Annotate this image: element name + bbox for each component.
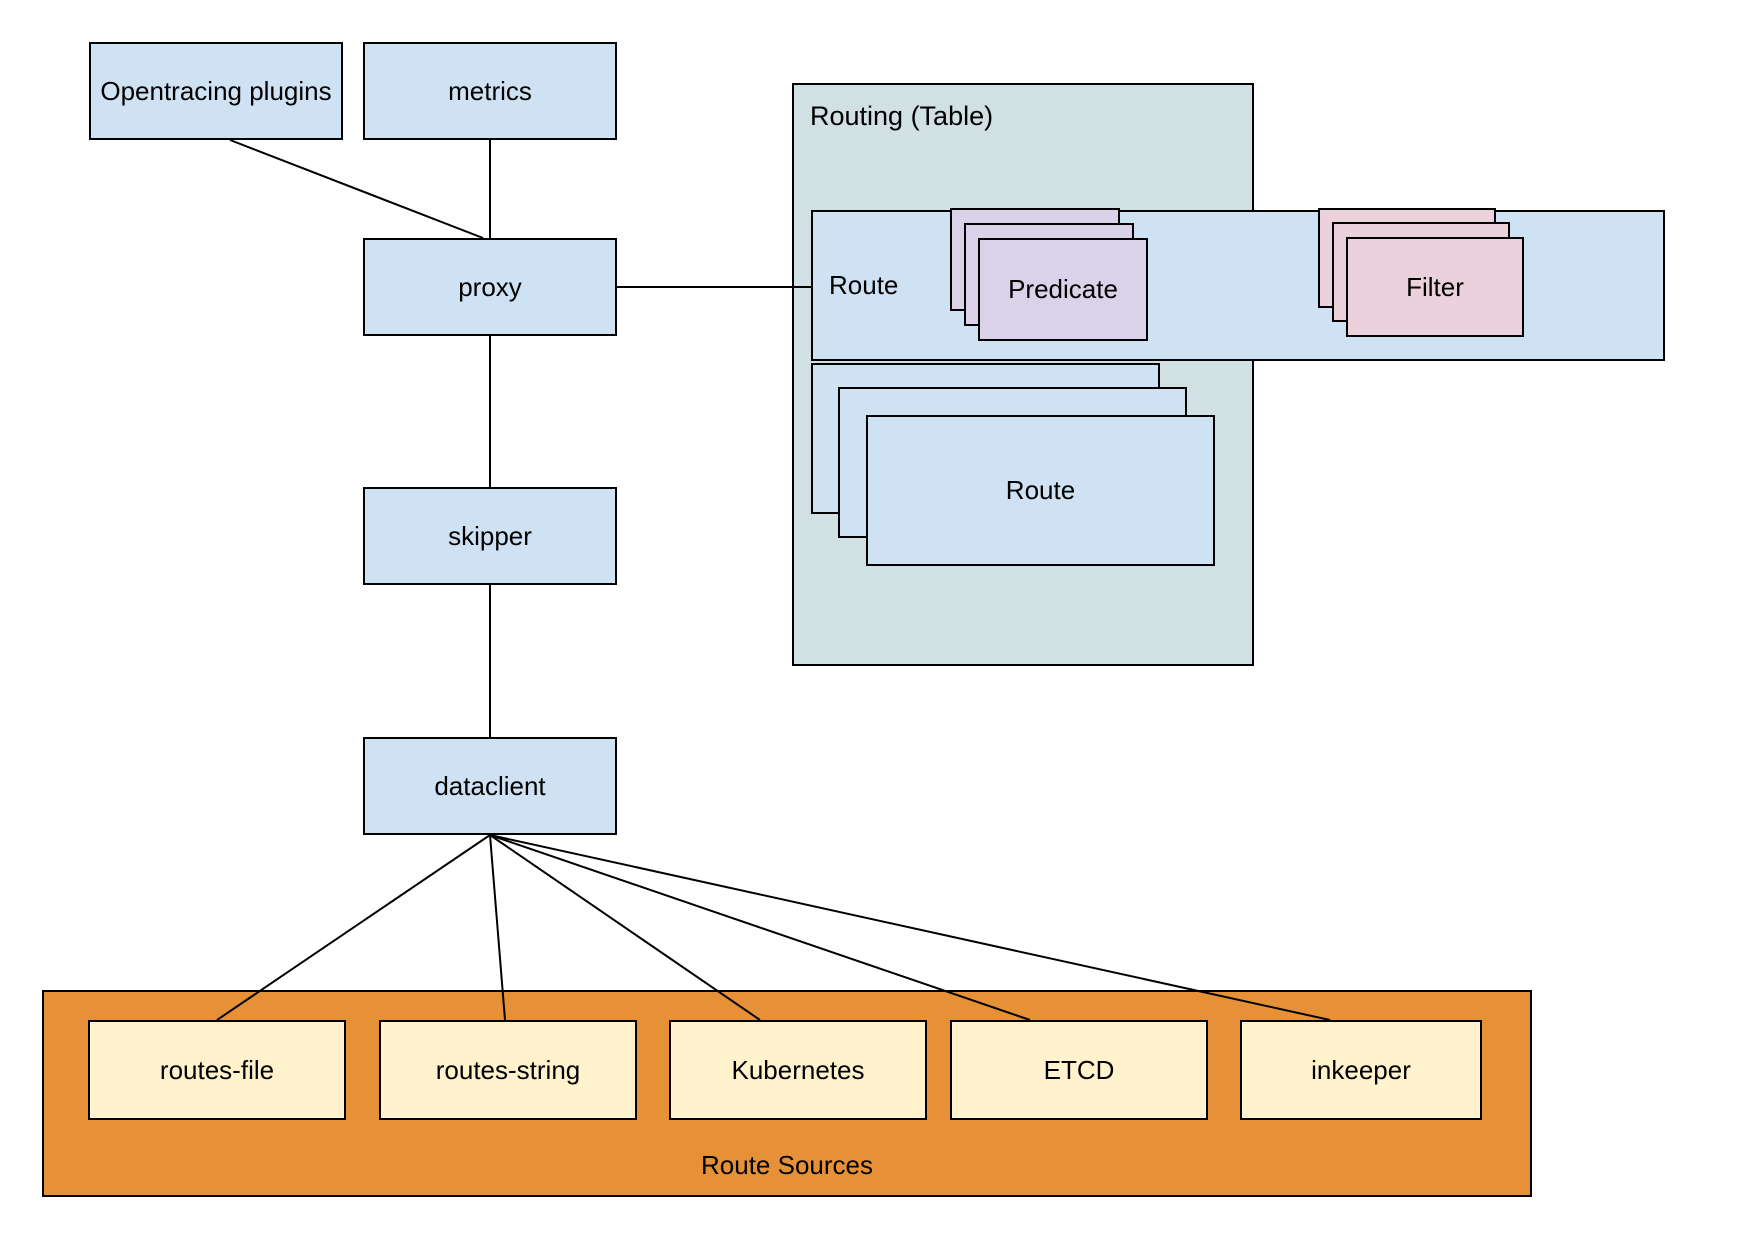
node-proxy: proxy — [363, 238, 617, 336]
node-dataclient-label: dataclient — [434, 770, 546, 801]
route-sources-title: Route Sources — [701, 1150, 873, 1180]
source-routes-file-label: routes-file — [159, 1054, 275, 1085]
connector-dataclient-routes-string — [489, 834, 506, 1021]
node-opentracing-plugins-label: Opentracing plugins — [100, 75, 332, 106]
node-skipper-label: skipper — [448, 520, 532, 551]
source-etcd-label: ETCD — [1043, 1054, 1115, 1085]
node-metrics-label: metrics — [448, 75, 532, 106]
predicate-stack-front: Predicate — [978, 238, 1148, 341]
source-etcd: ETCD — [950, 1020, 1208, 1120]
source-routes-string-label: routes-string — [435, 1054, 581, 1085]
filter-stack-front: Filter — [1346, 237, 1524, 337]
node-metrics: metrics — [363, 42, 617, 140]
routing-table-title: Routing (Table) — [810, 101, 994, 131]
connector-opentracing-proxy — [229, 139, 484, 239]
route-box-label: Route — [829, 270, 899, 300]
route-box: Route — [811, 210, 1665, 361]
source-inkeeper: inkeeper — [1240, 1020, 1482, 1120]
source-routes-file: routes-file — [88, 1020, 346, 1120]
connector-dataclient-inkeeper — [489, 834, 1331, 1021]
filter-label: Filter — [1406, 271, 1464, 302]
connector-dataclient-kubernetes — [489, 834, 761, 1021]
connector-dataclient-routes-file — [216, 834, 491, 1021]
route-stack-label: Route — [1005, 475, 1076, 505]
node-proxy-label: proxy — [458, 271, 522, 302]
node-skipper: skipper — [363, 487, 617, 585]
route-stack-front: Route — [866, 415, 1215, 566]
predicate-label: Predicate — [1008, 274, 1118, 304]
connector-dataclient-etcd — [489, 834, 1031, 1021]
source-kubernetes-label: Kubernetes — [731, 1054, 865, 1085]
source-kubernetes: Kubernetes — [669, 1020, 927, 1120]
source-routes-string: routes-string — [379, 1020, 637, 1120]
node-dataclient: dataclient — [363, 737, 617, 835]
node-opentracing-plugins: Opentracing plugins — [89, 42, 343, 140]
source-inkeeper-label: inkeeper — [1311, 1054, 1411, 1085]
